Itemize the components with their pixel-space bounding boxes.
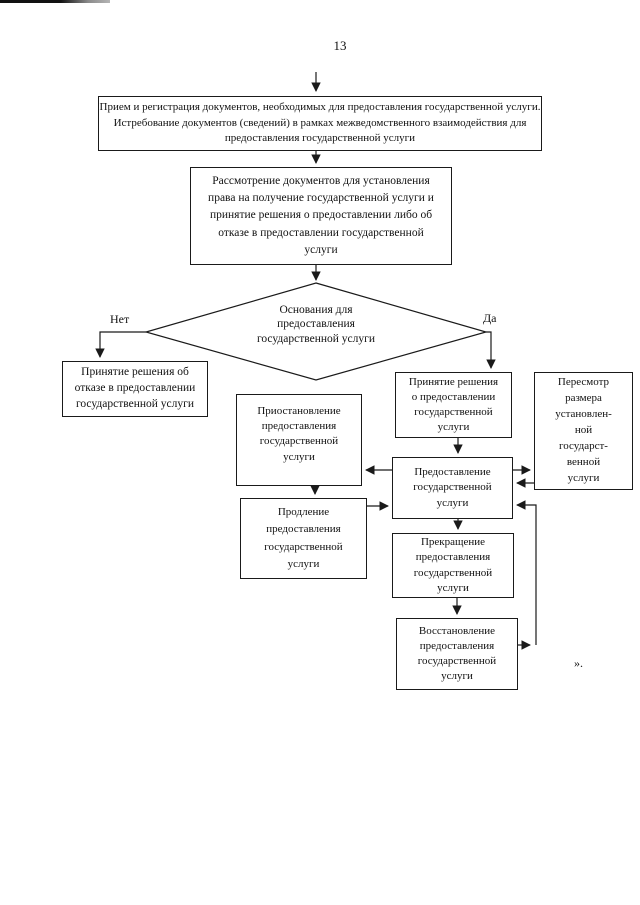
connector-junction-to-provision: [516, 500, 537, 645]
decision-yes-label: Да: [483, 311, 497, 325]
flow-box-reception: Прием и регистрация документов, необходи…: [98, 96, 542, 151]
flow-box-review: Рассмотрение документов для установления…: [190, 167, 452, 265]
connector-yes-branch-to-approval: [486, 331, 496, 369]
flow-box-revision: Пересмотр размера установлен- ной госуда…: [534, 372, 633, 490]
connector-no-branch-to-refusal: [95, 331, 146, 358]
page-number: 13: [333, 38, 347, 53]
flow-box-termination: Прекращение предоставления государственн…: [392, 533, 514, 598]
decision-label: Основания для предоставления государстве…: [256, 304, 376, 345]
decision-no-label: Нет: [110, 312, 130, 326]
flow-box-refusal: Принятие решения об отказе в предоставле…: [62, 361, 208, 417]
scan-artifact-line: [0, 0, 110, 3]
flow-box-restoration: Восстановление предоставления государств…: [396, 618, 518, 690]
decision-diamond: [143, 282, 489, 381]
flow-box-suspension: Приостановление предоставления государст…: [236, 394, 362, 486]
flow-box-approval: Принятие решения о предоставлении госуда…: [395, 372, 512, 438]
flow-box-provision: Предоставление государственной услуги: [392, 457, 513, 519]
flow-box-extension: Продление предоставления государственной…: [240, 498, 367, 579]
closing-quote-mark: ».: [574, 656, 583, 670]
